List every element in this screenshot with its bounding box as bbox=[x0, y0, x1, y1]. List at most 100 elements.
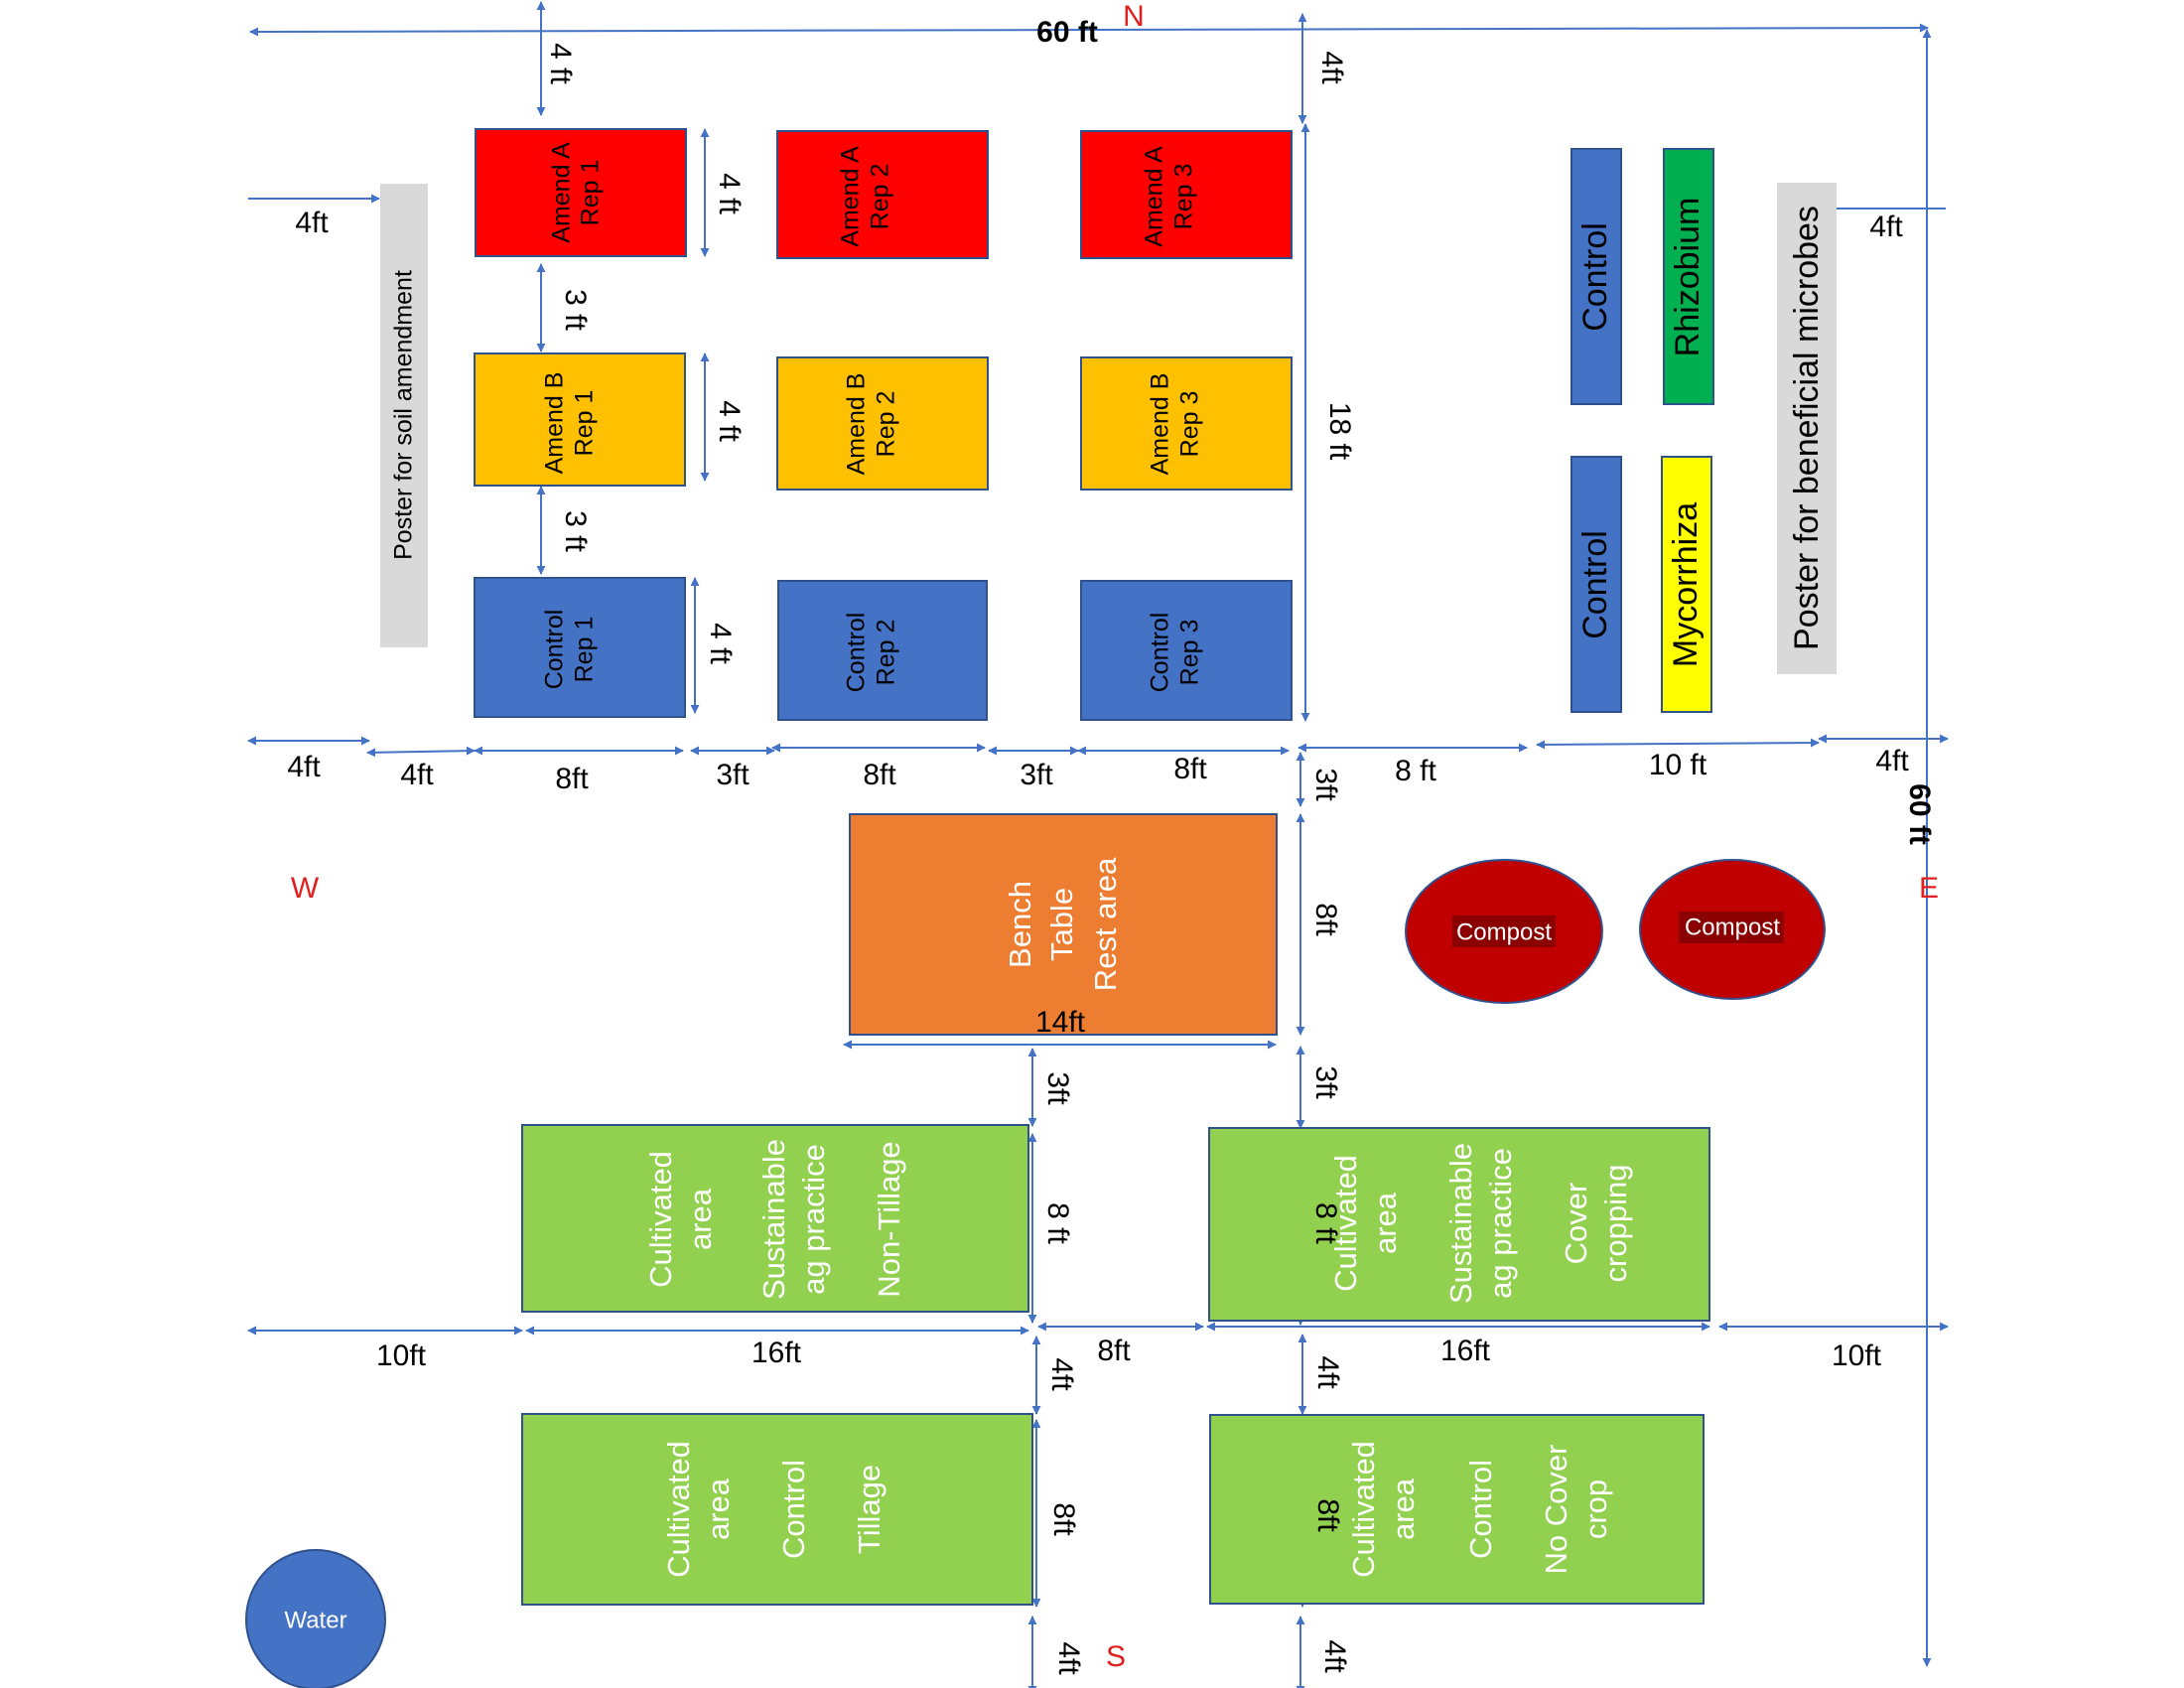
microbe-control-top-label: Control bbox=[1576, 222, 1614, 332]
rest-8ft-label: 8ft bbox=[1309, 903, 1342, 936]
microbe-plots: Control Rhizobium Control Mycorrhiza bbox=[1570, 148, 1714, 713]
row-8ft-c-label: 8ft bbox=[1173, 753, 1207, 785]
compost-left: Compost bbox=[1405, 859, 1603, 1004]
row-10ft-arrow bbox=[1536, 738, 1820, 750]
nocover-line3: Control bbox=[1463, 1460, 1498, 1559]
mid-3ft-b-label: 3ft bbox=[1309, 1065, 1342, 1099]
water-source bbox=[245, 1549, 386, 1688]
low-4ft-b-label: 4ft bbox=[1311, 1355, 1344, 1389]
top-4ft-right-label: 4ft bbox=[1315, 51, 1348, 84]
covercrop-line4: ag practice bbox=[1483, 1148, 1518, 1299]
control-rep3-line1: Control bbox=[1147, 613, 1174, 693]
low-16ft-a-label: 16ft bbox=[751, 1336, 802, 1369]
overall-width-label: 60 ft bbox=[1036, 16, 1098, 49]
covercrop-line2: area bbox=[1368, 1192, 1403, 1254]
microbes-poster bbox=[1777, 183, 1837, 674]
tillage-line2: area bbox=[701, 1477, 736, 1540]
control-rep3-line2: Rep 3 bbox=[1176, 620, 1204, 686]
row-3ft-b-label: 3ft bbox=[1020, 759, 1053, 791]
compost-left-label: Compost bbox=[1456, 918, 1552, 945]
control-rep1-line2: Rep 1 bbox=[571, 617, 599, 683]
amend-a-rep3-plot bbox=[1080, 130, 1293, 259]
cult-8ft-b-label: 8 ft bbox=[1309, 1202, 1342, 1244]
compass-west: W bbox=[291, 872, 320, 905]
compass-south: S bbox=[1106, 1640, 1126, 1673]
cultivated-nontillage: Cultivated area Sustainable ag practice … bbox=[521, 1124, 1029, 1313]
nontillage-line3: Sustainable bbox=[756, 1139, 791, 1300]
rest-14ft-label: 14ft bbox=[1035, 1006, 1086, 1039]
west-4ft-label: 4ft bbox=[295, 207, 329, 239]
cult-8ft-c-label: 8ft bbox=[1047, 1502, 1080, 1536]
low-10ft-a-label: 10ft bbox=[376, 1339, 427, 1372]
amend-b-rep2-line1: Amend B bbox=[843, 373, 871, 476]
amend-b-rep1-line2: Rep 1 bbox=[571, 390, 599, 457]
tillage-line3: Control bbox=[776, 1460, 811, 1559]
cult-8ft-a-label: 8 ft bbox=[1041, 1202, 1074, 1244]
dimension-labels: 60 ft 60 ft 4 ft 4ft 4ft 4ft 4 ft 4 ft 4… bbox=[287, 16, 1936, 1675]
rest-area-line3: Rest area bbox=[1088, 857, 1123, 991]
compost-right: Compost bbox=[1639, 859, 1826, 1000]
microbe-control-bottom-label: Control bbox=[1576, 530, 1614, 639]
tillage-line1: Cultivated bbox=[661, 1441, 696, 1578]
bot-4ft-a-label: 4ft bbox=[1052, 1641, 1085, 1675]
low-8ft-label: 8ft bbox=[1097, 1335, 1131, 1367]
overall-height-label: 60 ft bbox=[1903, 783, 1936, 845]
bot-4ft-b-label: 4ft bbox=[1318, 1639, 1351, 1673]
compost-right-label: Compost bbox=[1685, 914, 1780, 940]
row-8ft-b-label: 8ft bbox=[863, 759, 896, 791]
amend-b-rep2-plot bbox=[776, 356, 989, 491]
row-8ft-a-label: 8ft bbox=[555, 763, 589, 795]
cultivated-covercrop-plot bbox=[1208, 1127, 1710, 1322]
control-rep1-plot bbox=[474, 577, 686, 718]
compass-north: N bbox=[1123, 0, 1145, 33]
row-4ft-c-label: 4ft bbox=[1875, 745, 1909, 777]
rhizobium-plot bbox=[1663, 148, 1714, 405]
low-10ft-b-label: 10ft bbox=[1832, 1339, 1882, 1372]
amend-a-row: Amend A Rep 1 Amend A Rep 2 Amend A Rep … bbox=[475, 128, 1293, 259]
amend-b-rep2-line2: Rep 2 bbox=[873, 391, 900, 458]
control-row: Control Rep 1 Control Rep 2 Control Rep … bbox=[474, 577, 1293, 721]
nontillage-line2: area bbox=[683, 1188, 718, 1250]
microbe-control-bottom-plot bbox=[1570, 456, 1622, 713]
amend-b-rep1-plot bbox=[474, 352, 686, 487]
mycorrhiza-plot bbox=[1661, 456, 1712, 713]
low-4ft-a-label: 4ft bbox=[1045, 1357, 1078, 1391]
plot-h3-label: 4 ft bbox=[704, 623, 737, 664]
gap-3ft-b-label: 3 ft bbox=[559, 510, 592, 552]
amend-a-rep2-line1: Amend A bbox=[837, 146, 865, 247]
plot-h1-label: 4 ft bbox=[713, 173, 746, 214]
cultivated-tillage: Cultivated area Control Tillage bbox=[521, 1413, 1033, 1606]
row-4ft-b-arrow bbox=[366, 746, 476, 758]
mycorrhiza-label: Mycorrhiza bbox=[1667, 502, 1705, 667]
nontillage-line5: Non-Tillage bbox=[872, 1141, 906, 1297]
cult-8ft-d-label: 8ft bbox=[1311, 1498, 1344, 1532]
row-10ft-label: 10 ft bbox=[1649, 749, 1707, 781]
compost-right-label-bg bbox=[1679, 912, 1784, 943]
mid-3ft-a-label: 3ft bbox=[1041, 1071, 1074, 1105]
top-4ft-left-label: 4 ft bbox=[544, 43, 577, 84]
low-16ft-b-label: 16ft bbox=[1440, 1335, 1491, 1367]
row-4ft-b-label: 4ft bbox=[400, 759, 434, 791]
cultivated-nocover: Cultivated area Control No Cover crop bbox=[1209, 1414, 1705, 1605]
amend-b-rep1-line1: Amend B bbox=[541, 372, 569, 475]
amend-b-rep3-line2: Rep 3 bbox=[1176, 391, 1204, 458]
rest-area-line2: Table bbox=[1044, 888, 1079, 961]
row-8ft-d-label: 8 ft bbox=[1395, 755, 1436, 787]
rhizobium-label: Rhizobium bbox=[1669, 198, 1706, 357]
soil-poster bbox=[380, 184, 428, 647]
covercrop-line3: Sustainable bbox=[1443, 1143, 1478, 1304]
nontillage-line4: ag practice bbox=[796, 1144, 831, 1295]
plots-18ft-label: 18 ft bbox=[1323, 402, 1356, 461]
control-rep2-line1: Control bbox=[843, 613, 871, 693]
control-rep3-plot bbox=[1080, 580, 1293, 721]
tillage-line4: Tillage bbox=[852, 1465, 887, 1554]
cultivated-covercrop: Cultivated area Sustainable ag practice … bbox=[1208, 1127, 1710, 1322]
microbe-control-top-plot bbox=[1570, 148, 1622, 405]
cultivated-tillage-plot bbox=[521, 1413, 1033, 1606]
row-4ft-a-label: 4ft bbox=[287, 751, 321, 783]
control-rep1-line1: Control bbox=[541, 610, 569, 690]
rest-area bbox=[849, 813, 1278, 1036]
amend-b-rep3-plot bbox=[1080, 356, 1293, 491]
nocover-line5: crop bbox=[1578, 1479, 1613, 1539]
